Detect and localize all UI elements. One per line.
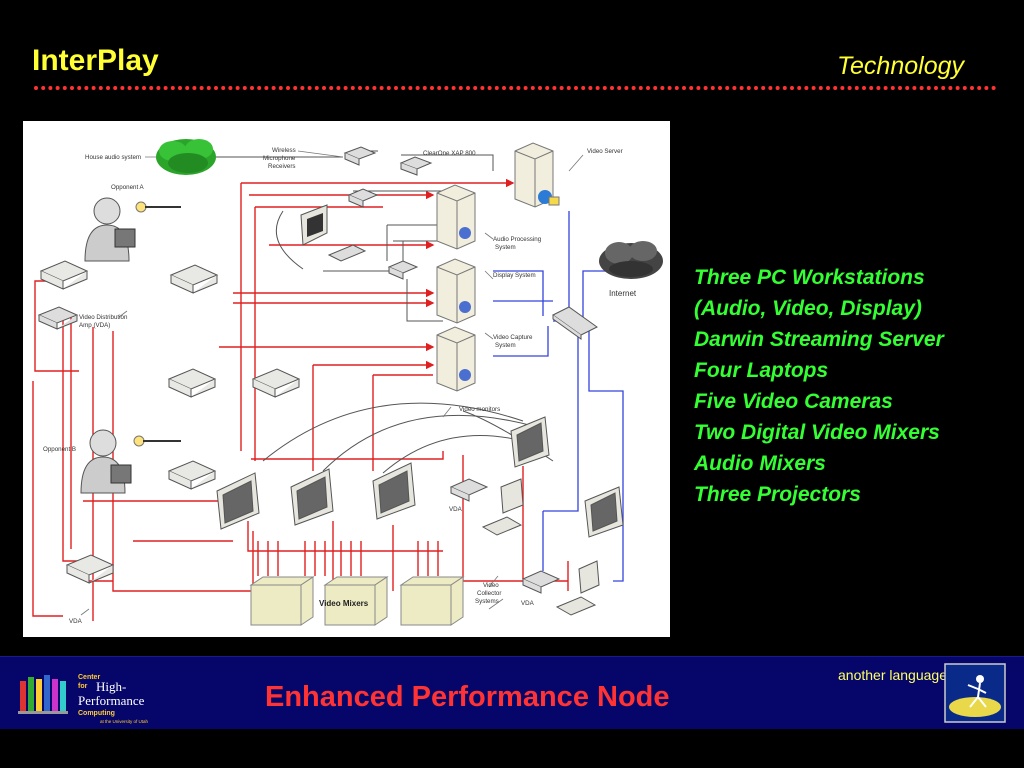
label-vda-amp-1: Video Distribution <box>79 314 128 321</box>
svg-text:Computing: Computing <box>78 710 115 717</box>
label-wireless-3: Receivers <box>268 163 296 170</box>
label-opponent-a: Opponent A <box>111 184 145 191</box>
section-label: Technology <box>837 52 964 80</box>
dotted-divider <box>34 86 1000 90</box>
label-video-collector-3: Systems <box>475 598 499 605</box>
feature-item: Five Video Cameras <box>694 390 893 413</box>
network-diagram: House audio system Wireless Microphone R… <box>23 121 670 637</box>
video-mixers <box>249 576 465 626</box>
servers <box>436 142 560 392</box>
svg-text:for: for <box>78 683 88 690</box>
label-display-system: Display System <box>493 272 536 279</box>
tagline: another language <box>838 667 947 683</box>
feature-item: Four Laptops <box>694 359 829 382</box>
feature-item: Two Digital Video Mixers <box>694 421 940 444</box>
feature-item: Audio Mixers <box>694 452 826 475</box>
label-vda-2: VDA <box>521 600 535 607</box>
label-video-capture-2: System <box>495 342 516 349</box>
audio-cables <box>212 150 554 474</box>
house-audio-cloud <box>156 139 216 175</box>
internet-cloud <box>599 241 663 279</box>
feature-item: Three Projectors <box>694 483 861 506</box>
label-internet: Internet <box>609 289 637 298</box>
label-video-mixers: Video Mixers <box>319 599 369 608</box>
label-video-server: Video Server <box>587 148 623 155</box>
label-video-collector-1: Video <box>483 582 499 589</box>
video-monitors <box>216 416 624 538</box>
chpc-logo: Center for High- Performance Computing a… <box>18 674 149 724</box>
footer-bar: Center for High- Performance Computing a… <box>0 656 1024 729</box>
label-opponent-b: Opponent B <box>43 446 76 453</box>
label-video-collector-2: Collector <box>477 590 501 597</box>
label-vda-3: VDA <box>69 618 83 625</box>
label-vda-amp-2: Amp (VDA) <box>79 322 110 329</box>
projectors <box>39 260 301 584</box>
feature-item: Darwin Streaming Server <box>694 328 944 351</box>
feature-list: Three PC Workstations (Audio, Video, Dis… <box>694 262 1014 510</box>
label-wireless-1: Wireless <box>272 147 296 154</box>
footer-title: Enhanced Performance Node <box>265 681 670 713</box>
label-house-audio: House audio system <box>85 154 141 161</box>
svg-text:Center: Center <box>78 674 100 681</box>
opponent-a-figure <box>84 197 181 262</box>
label-vda-1: VDA <box>449 506 463 513</box>
svg-text:at the University of Utah: at the University of Utah <box>100 719 149 724</box>
label-audio-processing-1: Audio Processing <box>493 236 542 243</box>
feature-item: Three PC Workstations <box>694 266 925 289</box>
svg-text:High-: High- <box>96 679 126 694</box>
feature-item: (Audio, Video, Display) <box>694 297 922 320</box>
opponent-b-figure <box>80 429 181 494</box>
laptops <box>481 478 600 616</box>
label-video-monitors: Video monitors <box>459 406 500 413</box>
label-wireless-2: Microphone <box>263 155 296 162</box>
workstation-pc <box>300 204 367 262</box>
label-video-capture-1: Video Capture <box>493 334 533 341</box>
svg-text:Performance: Performance <box>78 693 145 708</box>
label-clearone: ClearOne XAP 800 <box>423 150 476 157</box>
small-devices <box>37 146 598 594</box>
page-title: InterPlay <box>32 44 159 77</box>
logo-columns-icon <box>18 675 68 714</box>
another-language-logo <box>944 663 1006 723</box>
label-audio-processing-2: System <box>495 244 516 251</box>
